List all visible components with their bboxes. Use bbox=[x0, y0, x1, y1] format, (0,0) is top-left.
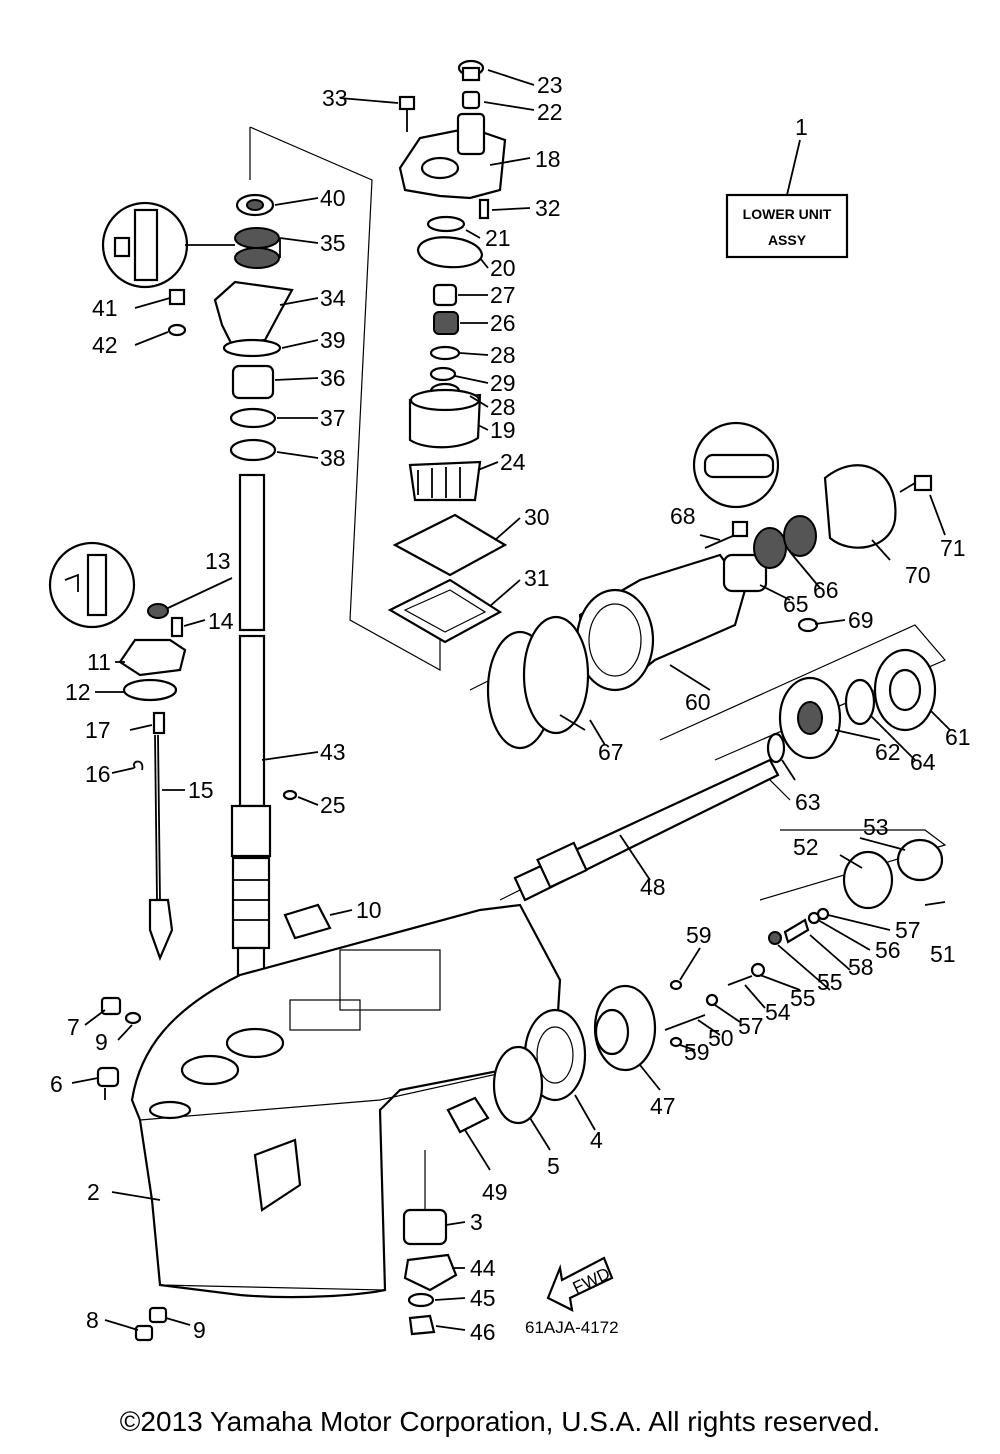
callout-29: 29 bbox=[490, 370, 516, 396]
callout-22: 22 bbox=[537, 99, 563, 125]
callout-57-right: 57 bbox=[895, 917, 921, 943]
callout-62: 62 bbox=[875, 739, 901, 765]
callout-65: 65 bbox=[783, 591, 809, 617]
callout-28-lower: 28 bbox=[490, 394, 516, 420]
copyright-notice: ©2013 Yamaha Motor Corporation, U.S.A. A… bbox=[119, 1406, 881, 1437]
callout-19: 19 bbox=[490, 417, 516, 443]
callout-30: 30 bbox=[524, 504, 550, 530]
callout-45: 45 bbox=[470, 1285, 496, 1311]
callout-69: 69 bbox=[848, 607, 874, 633]
callout-6: 6 bbox=[50, 1071, 63, 1097]
callout-57-left: 57 bbox=[738, 1013, 764, 1039]
callout-34: 34 bbox=[320, 285, 346, 311]
callout-47: 47 bbox=[650, 1093, 676, 1119]
callout-5: 5 bbox=[547, 1153, 560, 1179]
callout-52: 52 bbox=[793, 834, 819, 860]
callout-23: 23 bbox=[537, 72, 563, 98]
callout-64: 64 bbox=[910, 749, 936, 775]
callout-38: 38 bbox=[320, 445, 346, 471]
callout-3: 3 bbox=[470, 1209, 483, 1235]
callout-67: 67 bbox=[598, 739, 624, 765]
callout-16: 16 bbox=[85, 761, 111, 787]
water-pump-parts bbox=[339, 59, 508, 644]
callout-9-upper: 9 bbox=[95, 1029, 108, 1055]
callout-55-lower: 55 bbox=[790, 985, 816, 1011]
callout-9-lower: 9 bbox=[193, 1317, 206, 1343]
shift-rod-parts bbox=[48, 541, 187, 962]
callout-50: 50 bbox=[708, 1025, 734, 1051]
leader-lines bbox=[71, 69, 951, 1331]
callout-44: 44 bbox=[470, 1255, 496, 1281]
callout-46: 46 bbox=[470, 1319, 496, 1345]
callout-32: 32 bbox=[535, 195, 561, 221]
callout-51: 51 bbox=[930, 941, 956, 967]
assy-box-line1: LOWER UNIT bbox=[743, 206, 832, 222]
assy-box-line2: ASSY bbox=[768, 232, 807, 248]
callout-1: 1 bbox=[795, 114, 808, 140]
callout-60: 60 bbox=[685, 689, 711, 715]
callout-13: 13 bbox=[205, 548, 231, 574]
callout-42: 42 bbox=[92, 332, 118, 358]
pinion-parts bbox=[402, 1096, 490, 1336]
callout-35: 35 bbox=[320, 230, 346, 256]
callout-31: 31 bbox=[524, 565, 550, 591]
case-small-parts bbox=[96, 903, 332, 1342]
callout-56: 56 bbox=[875, 937, 901, 963]
callout-66: 66 bbox=[813, 577, 839, 603]
callout-26: 26 bbox=[490, 310, 516, 336]
callout-24: 24 bbox=[500, 449, 526, 475]
callout-59-upper: 59 bbox=[686, 922, 712, 948]
callout-49: 49 bbox=[482, 1179, 508, 1205]
callout-63: 63 bbox=[795, 789, 821, 815]
callout-4: 4 bbox=[590, 1127, 603, 1153]
callout-15: 15 bbox=[188, 777, 214, 803]
callout-18: 18 bbox=[535, 146, 561, 172]
callout-58: 58 bbox=[848, 954, 874, 980]
callout-48: 48 bbox=[640, 874, 666, 900]
callout-71: 71 bbox=[940, 535, 966, 561]
lower-unit-assy-box: LOWER UNIT ASSY 1 bbox=[725, 114, 849, 259]
callout-7: 7 bbox=[67, 1014, 80, 1040]
callout-10: 10 bbox=[356, 897, 382, 923]
callout-54: 54 bbox=[765, 999, 791, 1025]
diagram-code: 61AJA-4172 bbox=[525, 1318, 619, 1337]
callout-17: 17 bbox=[85, 717, 111, 743]
callout-14: 14 bbox=[208, 608, 234, 634]
callout-11: 11 bbox=[87, 649, 111, 675]
callout-68: 68 bbox=[670, 503, 696, 529]
callout-41: 41 bbox=[92, 295, 118, 321]
callout-70: 70 bbox=[905, 562, 931, 588]
callout-27: 27 bbox=[490, 282, 516, 308]
callout-53: 53 bbox=[863, 814, 889, 840]
callout-21: 21 bbox=[485, 225, 511, 251]
callout-12: 12 bbox=[65, 679, 91, 705]
drive-shaft-parts bbox=[101, 193, 298, 980]
callout-33: 33 bbox=[322, 85, 348, 111]
gear-case-housing bbox=[130, 903, 562, 1299]
callout-8: 8 bbox=[86, 1307, 99, 1333]
callout-61: 61 bbox=[945, 724, 971, 750]
callout-numbers: 23 22 33 18 32 21 20 27 26 28 29 28 19 2… bbox=[50, 72, 971, 1345]
fwd-arrow: FWD bbox=[546, 1256, 614, 1312]
callout-40: 40 bbox=[320, 185, 346, 211]
callout-43: 43 bbox=[320, 739, 346, 765]
propeller-shaft-parts bbox=[486, 421, 946, 1125]
callout-25: 25 bbox=[320, 792, 346, 818]
callout-55-upper: 55 bbox=[817, 969, 843, 995]
callout-20: 20 bbox=[490, 255, 516, 281]
callout-36: 36 bbox=[320, 365, 346, 391]
callout-59-lower: 59 bbox=[684, 1039, 710, 1065]
callout-28-upper: 28 bbox=[490, 342, 516, 368]
callout-37: 37 bbox=[320, 405, 346, 431]
callout-2: 2 bbox=[87, 1179, 100, 1205]
callout-39: 39 bbox=[320, 327, 346, 353]
